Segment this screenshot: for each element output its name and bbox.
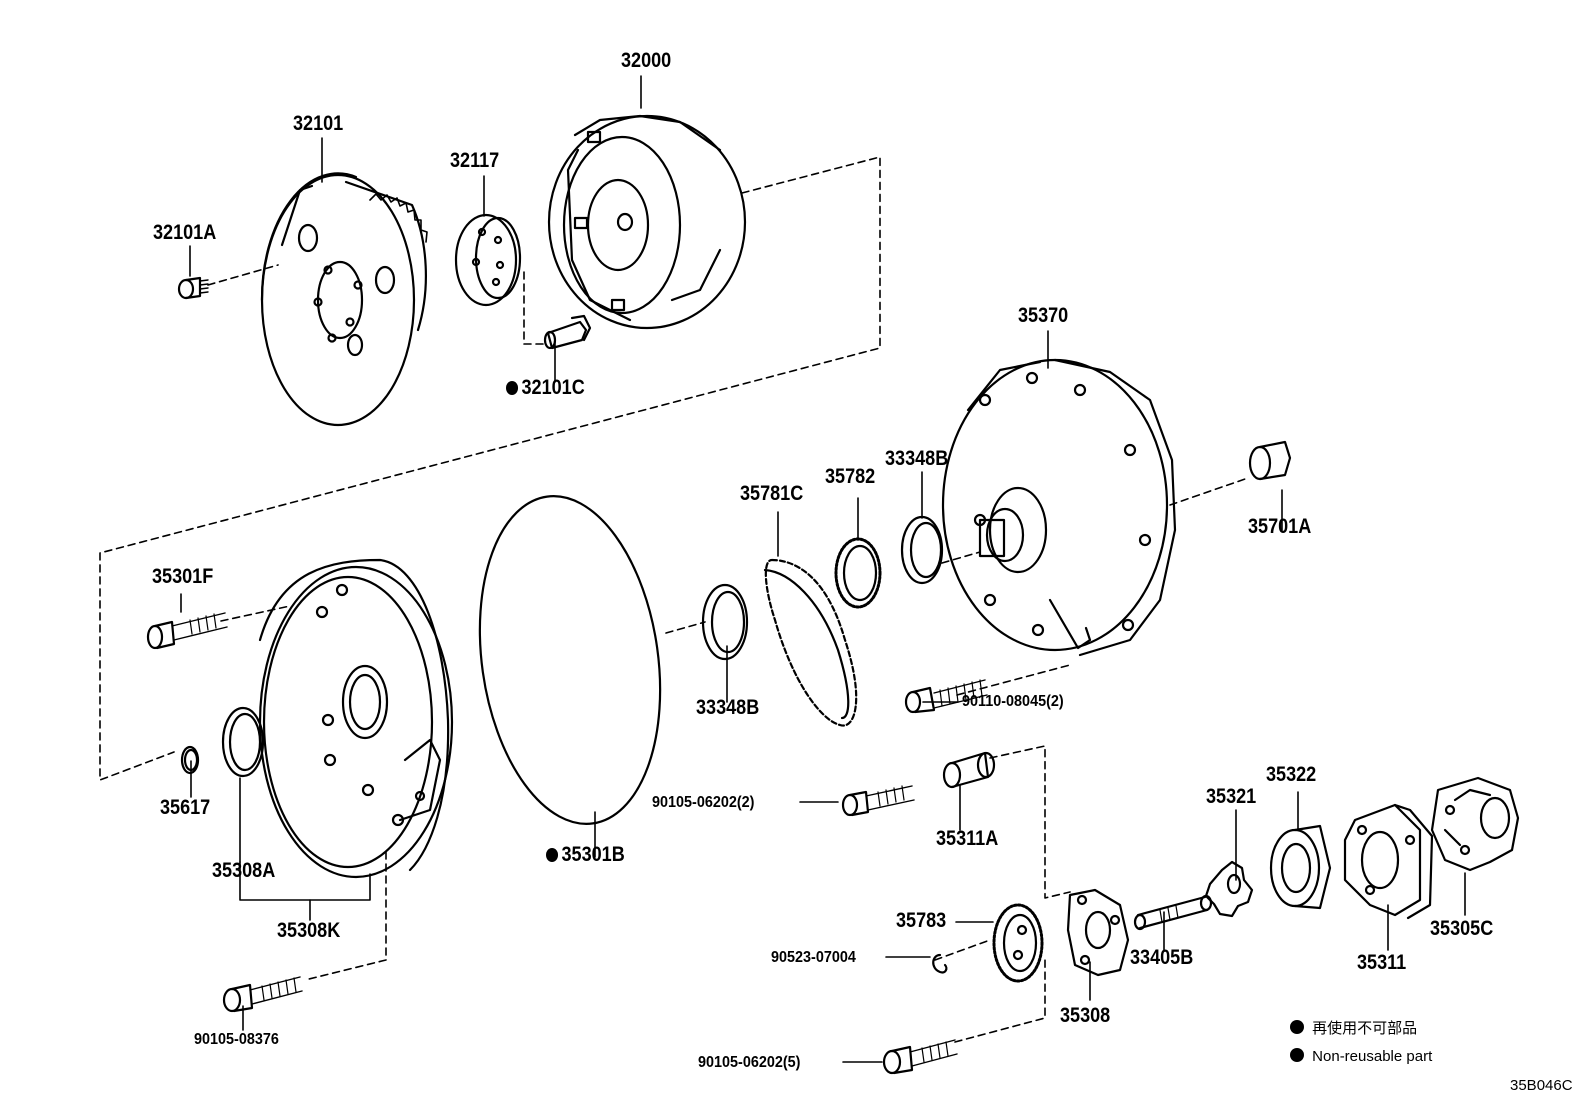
seal-35308A (221, 706, 265, 778)
gear-35783 (992, 903, 1044, 983)
legend-en: Non-reusable part (1290, 1048, 1432, 1064)
legend-en-text: Non-reusable part (1312, 1048, 1433, 1065)
label-32101[interactable]: 32101 (293, 112, 344, 135)
legend-jp: 再使用不可部品 (1290, 1020, 1417, 1036)
inner-rotor-35321 (1204, 860, 1254, 918)
o-ring-35301B (478, 495, 662, 825)
clip-90523 (932, 953, 948, 974)
sleeve-35311A (942, 751, 996, 789)
ring-33348B-lower (701, 583, 749, 661)
bushing-35701A (1248, 440, 1292, 481)
pump-plate-35308 (1066, 888, 1130, 977)
label-35301B-text: 35301B (561, 843, 625, 866)
pump-cover-35311 (1343, 803, 1434, 920)
leader-lines (180, 75, 1466, 1063)
label-32117[interactable]: 32117 (450, 149, 500, 172)
label-90105-06202-2[interactable]: 90105-06202(2) (652, 794, 755, 811)
label-32000[interactable]: 32000 (621, 49, 672, 72)
label-32101C-text: 32101C (521, 376, 585, 399)
bolt-90110 (904, 679, 988, 714)
label-33348B-lower[interactable]: 33348B (696, 696, 760, 719)
label-35308A[interactable]: 35308A (212, 859, 276, 882)
assembly-dashed-lines (99, 156, 1249, 1043)
non-reusable-dot-icon (546, 848, 559, 862)
label-35781C[interactable]: 35781C (740, 482, 804, 505)
bolt-35301F (146, 612, 228, 650)
sprocket-35782 (834, 537, 882, 609)
pump-housing-35308K (258, 558, 454, 879)
label-35370[interactable]: 35370 (1018, 304, 1069, 327)
label-35311A[interactable]: 35311A (936, 827, 999, 850)
bolt-90105-08376 (222, 976, 303, 1013)
label-90105-06202-5[interactable]: 90105-06202(5) (698, 1054, 801, 1071)
oil-pump-body-35370 (941, 358, 1177, 657)
label-90523-07004[interactable]: 90523-07004 (771, 949, 856, 966)
label-90110-08045[interactable]: 90110-08045(2) (962, 693, 1064, 710)
o-ring-35617 (180, 745, 200, 775)
label-35305C[interactable]: 35305C (1430, 917, 1494, 940)
outer-rotor-35322 (1269, 824, 1332, 910)
seal-33348B-upper (900, 515, 944, 585)
chain-35781C (763, 558, 858, 727)
spacer-32117 (454, 213, 522, 307)
label-35701A[interactable]: 35701A (1248, 515, 1312, 538)
label-35311[interactable]: 35311 (1357, 951, 1407, 974)
label-35301F[interactable]: 35301F (152, 565, 214, 588)
torque-converter-32000 (547, 114, 747, 330)
label-32101A[interactable]: 32101A (153, 221, 217, 244)
non-reusable-dot-icon (1290, 1048, 1304, 1062)
label-35321[interactable]: 35321 (1206, 785, 1257, 808)
bolt-90105-06202-2 (841, 785, 915, 817)
bolt-90105-06202-5 (882, 1039, 958, 1075)
label-35783[interactable]: 35783 (896, 909, 947, 932)
drive-plate-32101 (260, 172, 428, 427)
legend-jp-text: 再使用不可部品 (1312, 1020, 1418, 1037)
label-35301B[interactable]: 35301B (546, 844, 625, 865)
label-35308[interactable]: 35308 (1060, 1004, 1111, 1027)
label-33348B-upper[interactable]: 33348B (885, 447, 949, 470)
label-90105-08376[interactable]: 90105-08376 (194, 1031, 279, 1048)
bolt-32101C (543, 314, 592, 350)
shaft-33405B (1133, 894, 1213, 931)
label-35782[interactable]: 35782 (825, 465, 876, 488)
label-35308K[interactable]: 35308K (277, 919, 341, 942)
non-reusable-dot-icon (1290, 1020, 1304, 1034)
label-33405B[interactable]: 33405B (1130, 946, 1194, 969)
label-35322[interactable]: 35322 (1266, 763, 1317, 786)
non-reusable-dot-icon (506, 381, 519, 395)
valve-body-35305C (1430, 776, 1520, 872)
label-35617[interactable]: 35617 (160, 796, 211, 819)
label-32101C[interactable]: 32101C (506, 377, 585, 398)
bolt-32101A (177, 276, 209, 300)
diagram-code: 35B046C (1510, 1077, 1573, 1094)
